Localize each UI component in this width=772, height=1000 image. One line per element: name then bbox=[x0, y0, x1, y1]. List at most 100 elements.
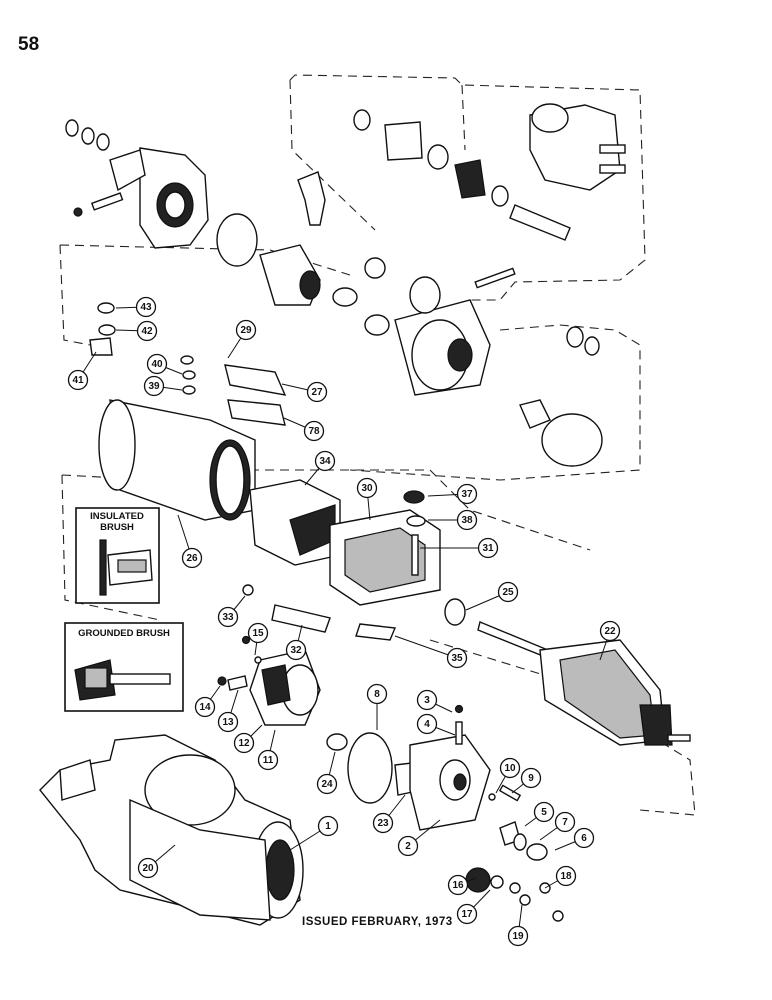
callout-1: 1 bbox=[317, 815, 339, 837]
inset-insulated-title-2: BRUSH bbox=[100, 522, 134, 533]
brush-plate bbox=[249, 649, 321, 726]
callout-label-12: 12 bbox=[238, 738, 250, 749]
callout-41: 41 bbox=[67, 369, 89, 391]
seal-rings bbox=[65, 119, 110, 151]
callout-label-20: 20 bbox=[142, 863, 154, 874]
callout-label-29: 29 bbox=[240, 325, 252, 336]
callout-12: 12 bbox=[233, 732, 255, 754]
inset-grounded-brush: GROUNDED BRUSH bbox=[64, 622, 184, 712]
callout-label-41: 41 bbox=[72, 375, 84, 386]
brush-screws bbox=[217, 635, 262, 691]
callout-2: 2 bbox=[397, 835, 419, 857]
callout-31: 31 bbox=[477, 537, 499, 559]
housing-bushings bbox=[519, 326, 603, 467]
commutator-end-head bbox=[409, 734, 491, 831]
intermediate-housing bbox=[364, 257, 516, 396]
callout-6: 6 bbox=[573, 827, 595, 849]
callout-8: 8 bbox=[366, 683, 388, 705]
callout-42: 42 bbox=[136, 320, 158, 342]
callout-18: 18 bbox=[555, 865, 577, 887]
brush-spring-27 bbox=[224, 364, 287, 396]
callout-23: 23 bbox=[372, 812, 394, 834]
callout-label-17: 17 bbox=[461, 909, 473, 920]
callout-label-19: 19 bbox=[512, 931, 524, 942]
callout-label-30: 30 bbox=[361, 483, 373, 494]
callout-22: 22 bbox=[599, 620, 621, 642]
callout-label-25: 25 bbox=[502, 587, 514, 598]
callout-label-34: 34 bbox=[319, 456, 331, 467]
callout-label-1: 1 bbox=[325, 821, 331, 832]
pole-shoe bbox=[249, 479, 341, 566]
callout-label-24: 24 bbox=[321, 779, 333, 790]
solenoid-switch bbox=[529, 103, 626, 191]
field-terminal-parts bbox=[403, 490, 466, 626]
callout-label-16: 16 bbox=[452, 880, 464, 891]
drive-pinion bbox=[259, 244, 321, 306]
callout-label-38: 38 bbox=[461, 515, 473, 526]
callout-label-15: 15 bbox=[252, 628, 264, 639]
group-outline-armature bbox=[429, 639, 696, 816]
callout-label-3: 3 bbox=[424, 695, 430, 706]
callout-label-8: 8 bbox=[374, 689, 380, 700]
callout-15: 15 bbox=[247, 622, 269, 644]
callout-33: 33 bbox=[217, 606, 239, 628]
callout-38: 38 bbox=[456, 509, 478, 531]
callout-25: 25 bbox=[497, 581, 519, 603]
field-frame bbox=[98, 399, 256, 521]
callout-39: 39 bbox=[143, 375, 165, 397]
callout-label-26: 26 bbox=[186, 553, 198, 564]
callout-label-6: 6 bbox=[581, 833, 587, 844]
callout-label-40: 40 bbox=[151, 359, 163, 370]
callout-label-2: 2 bbox=[405, 841, 411, 852]
callout-label-4: 4 bbox=[424, 719, 430, 730]
callout-label-18: 18 bbox=[560, 871, 572, 882]
shift-lever bbox=[297, 171, 326, 226]
callout-26: 26 bbox=[181, 547, 203, 569]
callout-layer: 1234567891011121314151617181920222324252… bbox=[67, 296, 621, 947]
solenoid-plunger-parts bbox=[353, 109, 571, 241]
leader-line-35 bbox=[394, 635, 458, 659]
callout-7: 7 bbox=[554, 811, 576, 833]
callout-3: 3 bbox=[416, 689, 438, 711]
callout-label-14: 14 bbox=[199, 702, 211, 713]
callout-label-42: 42 bbox=[141, 326, 153, 337]
callout-label-31: 31 bbox=[482, 543, 494, 554]
field-coil bbox=[329, 509, 441, 606]
callout-37: 37 bbox=[456, 483, 478, 505]
armature bbox=[477, 621, 691, 746]
callout-40: 40 bbox=[146, 353, 168, 375]
callout-label-13: 13 bbox=[222, 717, 234, 728]
callout-label-43: 43 bbox=[140, 302, 152, 313]
callout-10: 10 bbox=[499, 757, 521, 779]
callout-19: 19 bbox=[507, 925, 529, 947]
callout-78: 78 bbox=[303, 420, 325, 442]
callout-16: 16 bbox=[447, 874, 469, 896]
end-hardware bbox=[454, 704, 564, 922]
callout-label-9: 9 bbox=[528, 773, 534, 784]
callout-11: 11 bbox=[257, 749, 279, 771]
callout-label-22: 22 bbox=[604, 626, 616, 637]
drive-housing bbox=[73, 147, 209, 249]
issue-date: ISSUED FEBRUARY, 1973 bbox=[302, 916, 453, 928]
callout-14: 14 bbox=[194, 696, 216, 718]
inset-insulated-brush: INSULATED BRUSH bbox=[75, 507, 160, 604]
callout-32: 32 bbox=[285, 639, 307, 661]
callout-label-5: 5 bbox=[541, 807, 547, 818]
callout-4: 4 bbox=[416, 713, 438, 735]
o-ring-drive bbox=[216, 213, 258, 267]
thrust-washer-end bbox=[326, 733, 348, 751]
callout-9: 9 bbox=[520, 767, 542, 789]
callout-35: 35 bbox=[446, 647, 468, 669]
callout-label-23: 23 bbox=[377, 818, 389, 829]
callout-label-78: 78 bbox=[308, 426, 320, 437]
thrust-washer bbox=[332, 287, 358, 307]
field-insulator bbox=[242, 584, 397, 641]
callout-13: 13 bbox=[217, 711, 239, 733]
callout-label-35: 35 bbox=[451, 653, 463, 664]
callout-34: 34 bbox=[314, 450, 336, 472]
callout-label-10: 10 bbox=[504, 763, 516, 774]
starter-assembly bbox=[39, 734, 304, 926]
callout-label-39: 39 bbox=[148, 381, 160, 392]
callout-43: 43 bbox=[135, 296, 157, 318]
